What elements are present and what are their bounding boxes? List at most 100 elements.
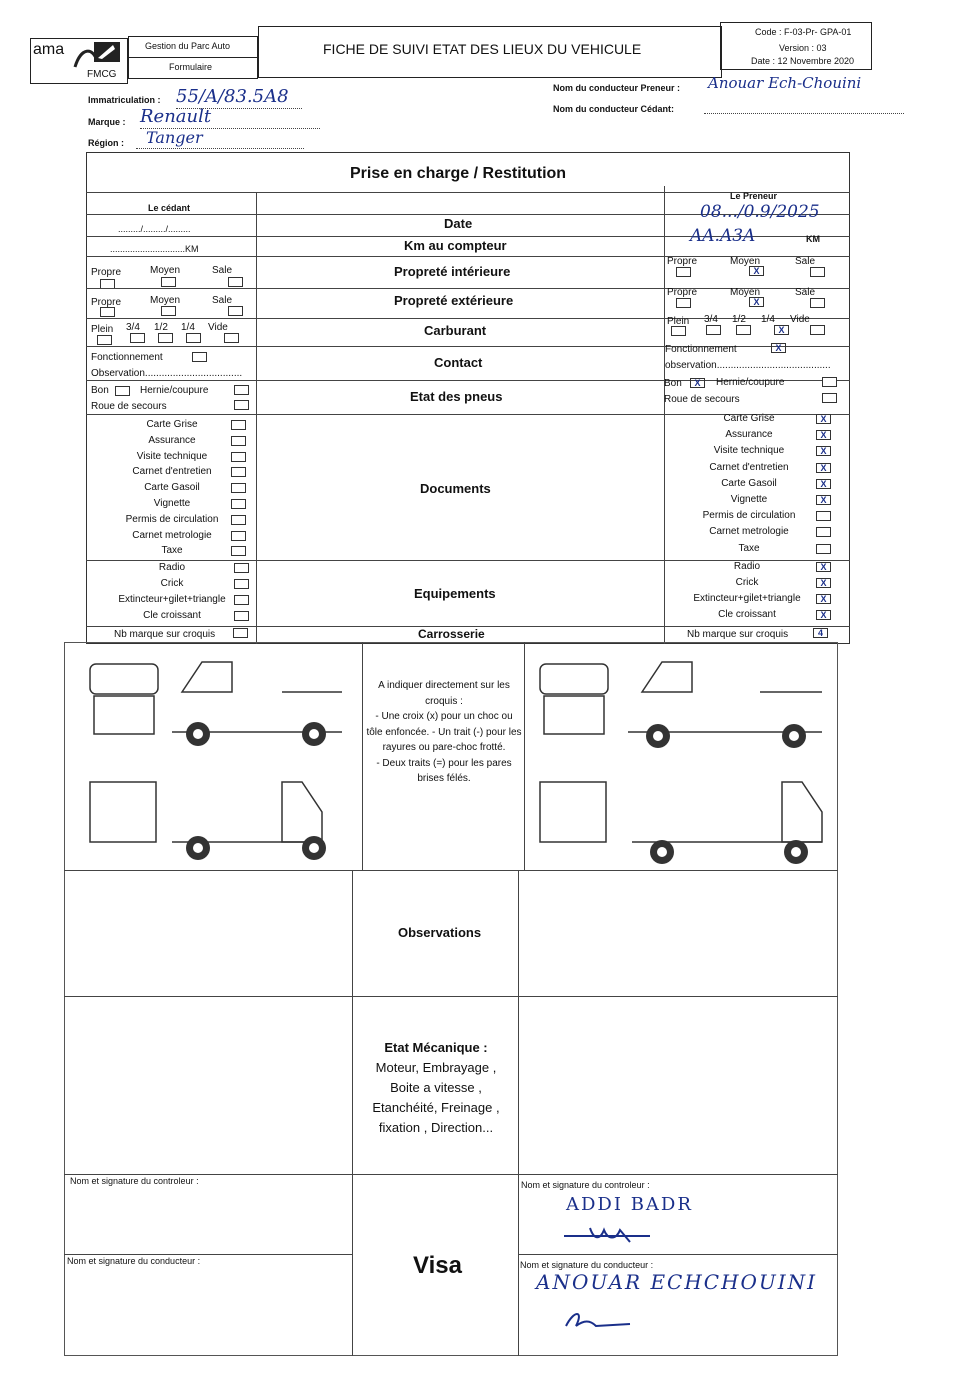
list-item-label: Carnet d'entretien [132, 466, 212, 478]
list-item-label: Taxe [738, 542, 760, 554]
checkbox-checked[interactable]: X [816, 446, 831, 457]
checkbox[interactable] [736, 325, 751, 335]
fuel-34: 3/4 [126, 322, 140, 333]
checkbox-checked[interactable]: X [749, 266, 764, 276]
opt-propre: Propre [667, 287, 698, 298]
checkbox-checked[interactable]: X [816, 478, 831, 489]
sig-controleur-left: Nom et signature du controleur : [70, 1176, 199, 1186]
fuel-12: 1/2 [154, 322, 168, 333]
row-line [86, 626, 850, 627]
fuel-plein: Plein [667, 316, 690, 327]
checkbox[interactable] [671, 326, 686, 336]
checkbox[interactable] [822, 393, 837, 403]
checkbox[interactable] [115, 386, 130, 396]
doc-code: Code : F-03-Pr- GPA-01 [755, 27, 852, 37]
checkbox-checked[interactable]: X [816, 462, 831, 473]
immat-line [176, 108, 302, 109]
region-label: Région : [88, 138, 124, 148]
checkbox[interactable] [97, 335, 112, 345]
etat-line: Moteur, Embrayage , [375, 1060, 497, 1075]
checkbox[interactable] [676, 298, 691, 308]
checkbox[interactable] [224, 333, 239, 343]
opt-moyen: Moyen [730, 256, 761, 267]
checkbox[interactable] [158, 333, 173, 343]
checkbox-checked[interactable]: X [816, 430, 831, 441]
checkbox[interactable] [234, 385, 249, 395]
list-item-label: Carnet d'entretien [709, 461, 789, 473]
list-item-label: Carnet metrologie [709, 526, 789, 538]
checkbox[interactable] [231, 514, 246, 525]
checkbox[interactable] [161, 306, 176, 316]
checkbox[interactable] [810, 267, 825, 277]
carburant-label: Carburant [424, 323, 487, 338]
checkbox[interactable] [706, 325, 721, 335]
checkbox[interactable] [186, 333, 201, 343]
fuel-vide: Vide [208, 322, 228, 333]
checkbox[interactable] [816, 527, 831, 538]
col-line-right [664, 186, 665, 644]
checkbox[interactable] [822, 377, 837, 387]
checkbox[interactable] [676, 267, 691, 277]
row-line [64, 870, 838, 871]
checkbox-checked[interactable]: X [774, 325, 789, 335]
checkbox[interactable] [228, 277, 243, 287]
checkbox-checked[interactable]: X [816, 578, 831, 588]
checkbox-checked[interactable]: X [749, 297, 764, 307]
list-item-label: Vignette [153, 498, 191, 509]
nb-marque-value[interactable]: 4 [813, 628, 828, 638]
date-label: Date [444, 216, 473, 231]
list-item-label: Radio [733, 561, 761, 572]
checkbox-checked[interactable]: X [816, 610, 831, 620]
doc-version: Version : 03 [779, 43, 827, 53]
observations-label: Observations [398, 925, 482, 940]
checkbox[interactable] [234, 400, 249, 410]
checkbox[interactable] [231, 420, 246, 430]
checkbox[interactable] [231, 467, 246, 478]
checkbox[interactable] [234, 563, 249, 573]
checkbox[interactable] [816, 543, 831, 554]
checkbox[interactable] [130, 333, 145, 343]
vehicle-sketch-left [89, 661, 342, 860]
lower-frame [64, 642, 838, 1356]
checkbox-checked[interactable]: X [771, 343, 786, 353]
checkbox[interactable] [231, 499, 246, 509]
list-item-label: Visite technique [136, 450, 208, 462]
fonctionnement-left: Fonctionnement [91, 352, 163, 363]
col-line [518, 870, 519, 1356]
checkbox[interactable] [234, 611, 249, 621]
checkbox[interactable] [810, 298, 825, 308]
checkbox-checked[interactable]: X [816, 495, 831, 505]
fmcg-logo-icon [94, 42, 120, 62]
row-line [64, 996, 838, 997]
controleur-name: ADDI BADR [566, 1194, 693, 1215]
list-item-label: Extincteur+gilet+triangle [118, 594, 226, 605]
checkbox-checked[interactable]: X [816, 562, 831, 572]
checkbox[interactable] [100, 307, 115, 317]
instruction-line: - Deux traits (=) pour les pares brises … [376, 757, 512, 785]
checkbox[interactable] [228, 306, 243, 316]
checkbox[interactable] [192, 352, 207, 362]
checkbox[interactable] [234, 579, 249, 589]
checkbox[interactable] [234, 595, 249, 605]
checkbox[interactable] [161, 277, 176, 287]
brand-logo: ama [33, 41, 65, 58]
checkbox-checked[interactable]: X [816, 414, 831, 424]
fuel-34: 3/4 [704, 314, 718, 325]
header-meta-box: Code : F-03-Pr- GPA-01 Version : 03 Date… [720, 22, 872, 70]
checkbox[interactable] [231, 546, 246, 557]
checkbox[interactable] [233, 628, 248, 638]
list-item-label: Taxe [161, 545, 183, 557]
checkbox[interactable] [231, 530, 246, 541]
etat-title: Etat Mécanique : [384, 1040, 488, 1055]
marque-label: Marque : [88, 117, 126, 127]
checkbox[interactable] [816, 511, 831, 522]
checkbox[interactable] [810, 325, 825, 335]
checkbox[interactable] [231, 451, 246, 462]
row-line [64, 1254, 352, 1255]
checkbox-checked[interactable]: X [816, 594, 831, 604]
bon-left: Bon [91, 385, 109, 396]
dept-label: Gestion du Parc Auto [145, 41, 231, 51]
checkbox[interactable] [231, 435, 246, 446]
checkbox[interactable] [231, 483, 246, 494]
checkbox-checked[interactable]: X [690, 378, 705, 388]
